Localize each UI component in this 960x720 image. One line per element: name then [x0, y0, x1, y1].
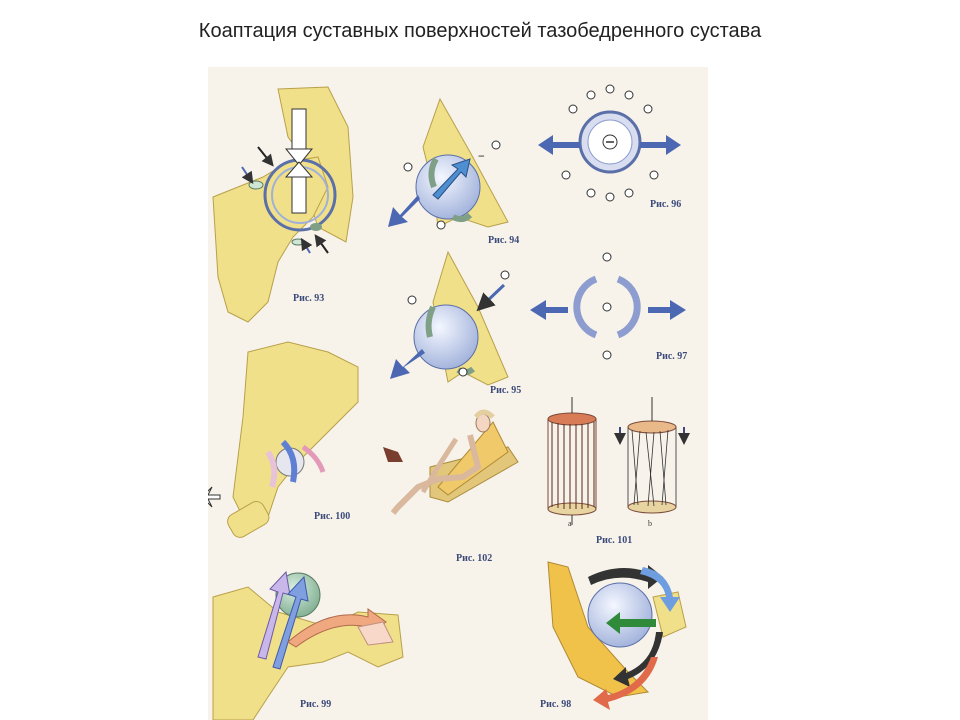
- caption-fig102: Рис. 102: [456, 553, 493, 564]
- caption-fig94: Рис. 94: [488, 235, 520, 246]
- caption-fig93: Рис. 93: [293, 293, 325, 304]
- caption-fig101: Рис. 101: [596, 535, 633, 546]
- illustration-plate: Рис. 93 Рис. 94 Рис. 95 Рис. 96 Рис. 97 …: [208, 67, 708, 720]
- label-a: a: [568, 519, 572, 528]
- caption-fig99: Рис. 99: [300, 699, 332, 710]
- figure-96-negative-pressure: [538, 84, 681, 202]
- figure-100-pelvis-ligaments: [208, 341, 359, 538]
- anatomy-illustrations: [208, 84, 690, 720]
- label-b: b: [648, 519, 652, 528]
- caption-fig97: Рис. 97: [656, 351, 688, 362]
- figure-98-rotation: [547, 561, 687, 710]
- figure-101-cylinders: [547, 397, 690, 525]
- label-minus: −: [478, 149, 485, 163]
- caption-fig95: Рис. 95: [490, 385, 522, 396]
- figure-102-seated-woman: [383, 409, 519, 515]
- figure-93-joint-section: [212, 86, 354, 323]
- caption-fig98: Рис. 98: [540, 699, 572, 710]
- figure-94-atmospheric-pressure: [388, 97, 509, 228]
- slide-title: Коаптация суставных поверхностей тазобед…: [198, 20, 762, 42]
- caption-fig96: Рис. 96: [650, 199, 682, 210]
- figure-97-split-ring: [530, 252, 686, 360]
- plus-markers: [403, 140, 510, 377]
- figure-95-pressure-variant: [390, 250, 509, 386]
- caption-fig100: Рис. 100: [314, 511, 351, 522]
- figure-99-hip-forces: [212, 570, 404, 720]
